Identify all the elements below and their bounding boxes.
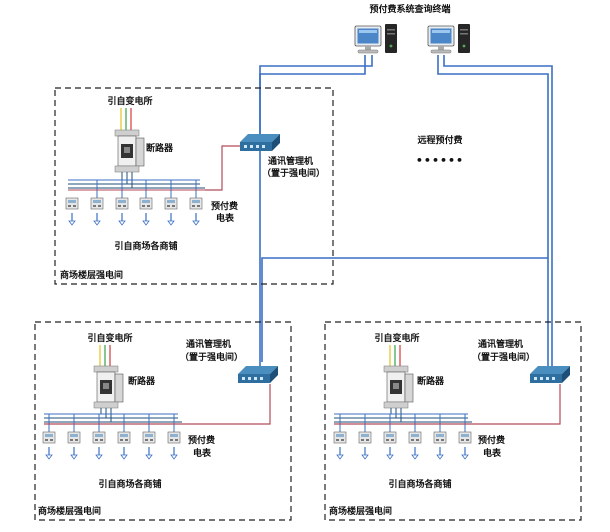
room-3-meter-icon — [358, 431, 372, 444]
room-2: 引自变电所 断路器 预付费 — [34, 321, 292, 521]
terminal-computer-right-icon — [427, 23, 471, 54]
terminal-computer-left-icon — [354, 23, 398, 54]
room-2-meter-icon — [117, 431, 131, 444]
room-1-meter-icon — [164, 197, 178, 210]
room-3-breaker-label: 断路器 — [417, 375, 445, 387]
room-2-down-arrow-icon — [95, 446, 103, 460]
room-1-down-arrow-icon — [93, 212, 101, 226]
room-1-source-label: 引自变电所 — [107, 95, 152, 107]
room-1-breaker-icon — [114, 129, 145, 173]
room-1-meter-icon — [189, 197, 203, 210]
room-2-meter-label-line2: 电表 — [193, 447, 212, 459]
room-2-comm-label-line1: 通讯管理机 — [186, 338, 231, 350]
room-1-breaker-label: 断路器 — [146, 142, 174, 154]
room-1-down-arrow-icon — [167, 212, 175, 226]
room-1-border — [54, 87, 334, 285]
room-2-down-arrow-icon — [120, 446, 128, 460]
network-backbone — [259, 55, 553, 370]
room-3-breaker-icon — [383, 365, 414, 409]
room-2-meter-icon — [67, 431, 81, 444]
room-3-down-arrow-icon — [411, 446, 419, 460]
remote-prepay-label: 远程预付费 — [417, 134, 462, 146]
room-1-room-label: 商场楼层强电间 — [60, 269, 123, 281]
room-3-comm-label-line2: （置于强电间） — [472, 351, 535, 363]
room-2-meter-label-line1: 预付费 — [188, 434, 215, 446]
room-2-room-label: 商场楼层强电间 — [38, 505, 101, 517]
room-3-comm-manager-icon — [530, 366, 570, 383]
room-3: 引自变电所 断路器 预付费 — [324, 321, 582, 521]
room-2-breaker-label: 断路器 — [128, 375, 156, 387]
room-1-down-arrow-icon — [192, 212, 200, 226]
room-1-meter-icon — [65, 197, 79, 210]
room-2-meter-icon — [42, 431, 56, 444]
room-3-shops-label: 引自商场各商铺 — [388, 478, 451, 490]
room-3-meter-label-line2: 电表 — [483, 447, 502, 459]
room-2-meter-icon — [142, 431, 156, 444]
room-3-border — [324, 321, 582, 521]
room-3-down-arrow-icon — [361, 446, 369, 460]
room-1: 引自变电所 断路器 — [54, 87, 334, 285]
room-3-down-arrow-icon — [386, 446, 394, 460]
room-3-room-label: 商场楼层强电间 — [329, 505, 392, 517]
room-2-down-arrow-icon — [45, 446, 53, 460]
room-2-comm-manager-icon — [238, 366, 278, 383]
room-2-bus — [44, 408, 182, 432]
room-1-bus — [68, 172, 205, 198]
terminal-title: 预付费系统查询终端 — [369, 3, 450, 15]
room-1-meter-icon — [115, 197, 129, 210]
room-3-source-label: 引自变电所 — [374, 332, 419, 344]
room-1-comm-label-line2: （置于强电间） — [262, 167, 325, 179]
room-2-down-arrow-icon — [170, 446, 178, 460]
room-1-down-arrow-icon — [68, 212, 76, 226]
room-1-down-arrow-icon — [118, 212, 126, 226]
room-1-comm-label-line1: 通讯管理机 — [268, 155, 313, 167]
room-3-meter-label-line1: 预付费 — [478, 434, 505, 446]
room-3-down-arrow-icon — [461, 446, 469, 460]
room-2-border — [34, 321, 292, 521]
room-2-source-label: 引自变电所 — [87, 332, 132, 344]
room-3-meter-icon — [408, 431, 422, 444]
room-2-shops-label: 引自商场各商铺 — [98, 478, 161, 490]
room-2-down-arrow-icon — [70, 446, 78, 460]
room-2-breaker-icon — [93, 365, 124, 409]
room-1-meter-label-line2: 电表 — [216, 212, 235, 224]
room-3-down-arrow-icon — [436, 446, 444, 460]
room-3-meter-icon — [433, 431, 447, 444]
room-1-shops-label: 引自商场各商铺 — [114, 240, 177, 252]
room-1-meter-icon — [90, 197, 104, 210]
room-1-meter-label-line1: 预付费 — [211, 200, 238, 212]
room-3-comm-label-line1: 通讯管理机 — [478, 338, 523, 350]
remote-ellipsis: •••••• — [416, 154, 464, 167]
room-3-meter-icon — [333, 431, 347, 444]
room-2-comm-label-line2: （置于强电间） — [180, 351, 243, 363]
room-1-down-arrow-icon — [142, 212, 150, 226]
room-3-meter-icon — [383, 431, 397, 444]
room-2-down-arrow-icon — [145, 446, 153, 460]
room-1-meter-icon — [139, 197, 153, 210]
room-2-meter-icon — [167, 431, 181, 444]
room-1-comm-manager-icon — [240, 134, 280, 151]
room-2-meter-icon — [92, 431, 106, 444]
room-3-meter-icon — [458, 431, 472, 444]
room-3-down-arrow-icon — [336, 446, 344, 460]
room-3-bus — [334, 408, 472, 432]
